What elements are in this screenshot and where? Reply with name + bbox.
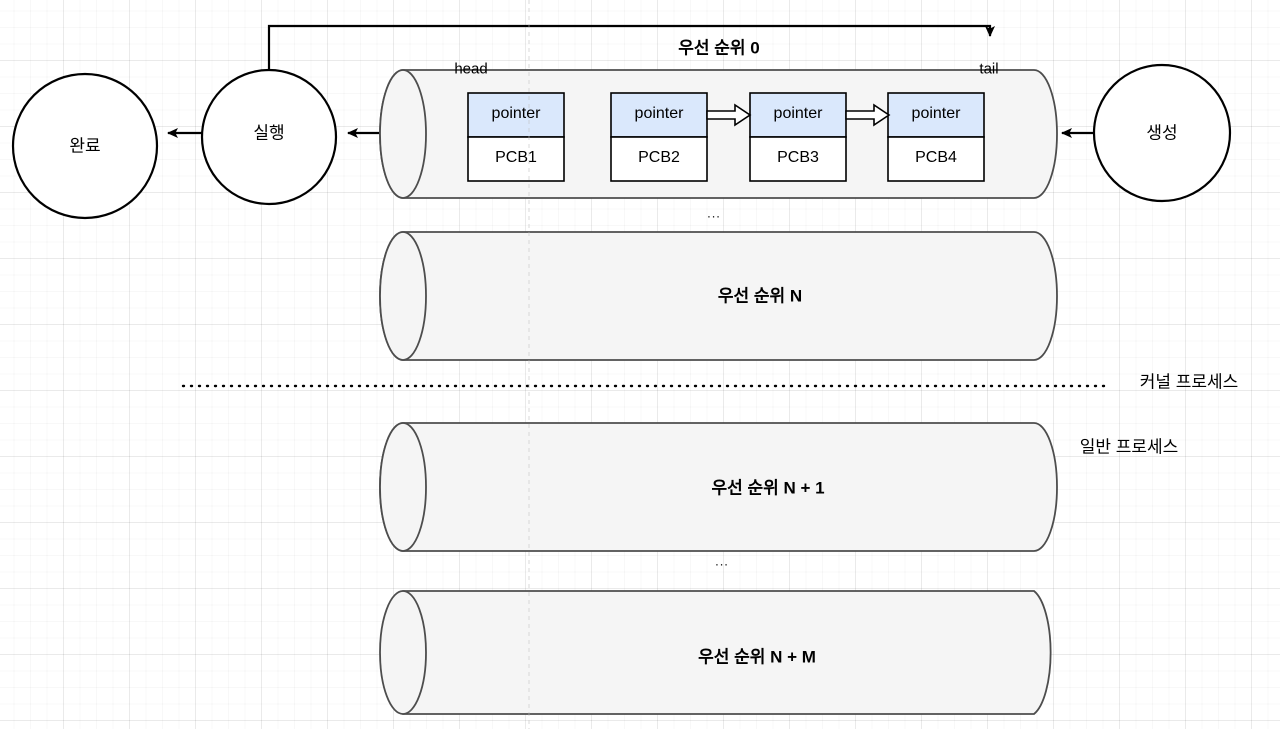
- pcb-node-3-pcb-label: PCB3: [777, 149, 819, 166]
- tail-label: tail: [979, 60, 999, 78]
- state-label-done: 완료: [69, 136, 101, 156]
- ellipsis-top: ...: [707, 205, 721, 221]
- priority-0-label: 우선 순위 0: [678, 38, 760, 58]
- pcb-node-2-pcb-label: PCB2: [638, 149, 680, 166]
- queue-cylinder-priority-0[interactable]: [379, 69, 1058, 199]
- pointer-link-arrow-2-3: [845, 103, 891, 127]
- annotation-kernel-process: 커널 프로세스: [1139, 372, 1239, 392]
- queue-label-priority-n-plus-1: 우선 순위 N + 1: [711, 478, 825, 498]
- annotation-user-process: 일반 프로세스: [1079, 437, 1179, 457]
- state-label-running: 실행: [253, 123, 285, 143]
- pcb-node-3-pointer-label: pointer: [773, 105, 823, 122]
- feedback-arrow-running-to-tail: [267, 24, 995, 70]
- head-label: head: [454, 60, 488, 78]
- pcb-node-4-pointer-label: pointer: [911, 105, 961, 122]
- pcb-node-1-pointer-label: pointer: [491, 105, 541, 122]
- ellipsis-bottom: ...: [715, 553, 729, 569]
- pcb-node-1-pcb-label: PCB1: [495, 149, 537, 166]
- queue-label-priority-n: 우선 순위 N: [717, 286, 803, 306]
- queue-label-priority-n-plus-m: 우선 순위 N + M: [698, 647, 816, 667]
- pcb-node-4-pcb-label: PCB4: [915, 149, 957, 166]
- state-label-created: 생성: [1146, 123, 1178, 143]
- pcb-node-2-pointer-label: pointer: [634, 105, 684, 122]
- pointer-link-arrow-1-2: [706, 103, 752, 127]
